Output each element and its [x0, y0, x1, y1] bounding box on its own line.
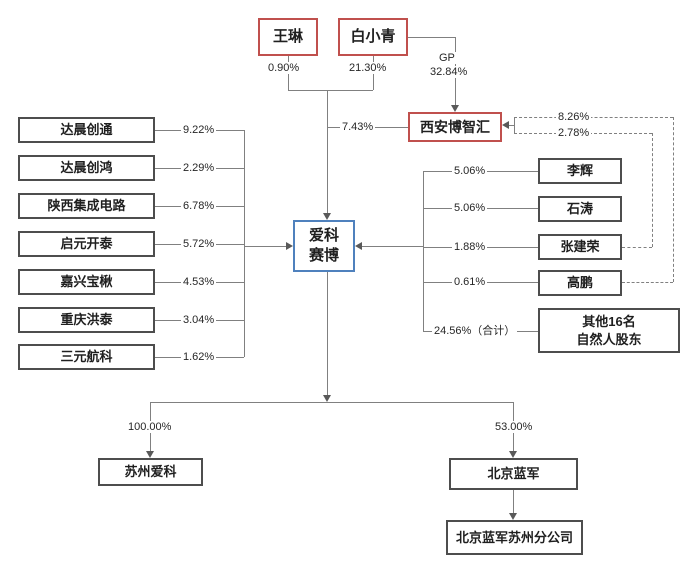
- pct-suzhou: 100.00%: [126, 421, 174, 433]
- pct-left-2: 6.78%: [181, 200, 217, 212]
- pct-right-0: 5.06%: [452, 165, 488, 177]
- other16-line2: 自然人股东: [576, 331, 642, 347]
- edge-dashed-8-26-h: [514, 117, 673, 118]
- edge-dashed-2-78-v: [652, 133, 653, 247]
- arrow-into-company-left: [286, 242, 293, 250]
- arrow-into-company-top: [323, 213, 331, 220]
- arrow-company-split: [323, 395, 331, 402]
- gp-label: GP: [437, 52, 457, 64]
- arrow-into-bozhihui-right: [502, 121, 509, 129]
- node-shitao: 石涛: [538, 196, 622, 222]
- arrow-into-suzhou: [146, 451, 154, 458]
- node-lanjun-suzhou-branch: 北京蓝军苏州分公司: [446, 520, 583, 555]
- edge-subsidiary-split-bar: [150, 402, 513, 403]
- node-other-16-shareholders: 其他16名 自然人股东: [538, 308, 680, 353]
- edge-dashed-8-26-v: [673, 117, 674, 282]
- node-bozhihui: 西安博智汇: [408, 112, 502, 142]
- edge-company-down: [327, 272, 328, 395]
- arrow-into-company-right: [355, 242, 362, 250]
- pct-dashed-2-78: 2.78%: [556, 127, 592, 139]
- pct-right-2: 1.88%: [452, 241, 488, 253]
- pct-left-3: 5.72%: [181, 238, 217, 250]
- arrow-into-bozhihui-top: [451, 105, 459, 112]
- pct-lanjun: 53.00%: [493, 421, 535, 433]
- edge-dashed-gaopeng: [622, 282, 673, 283]
- pct-right-4: 24.56%（合计）: [432, 325, 518, 337]
- node-lihui: 李辉: [538, 158, 622, 184]
- company-name-line1: 爱科: [308, 226, 339, 244]
- node-chongqing-hongtai: 重庆洪泰: [18, 307, 155, 333]
- other16-line1: 其他16名: [582, 313, 636, 329]
- node-aikesaibo: 爱科 赛博: [293, 220, 355, 272]
- pct-left-6: 1.62%: [181, 351, 217, 363]
- arrow-into-lanjun: [509, 451, 517, 458]
- pct-left-1: 2.29%: [181, 162, 217, 174]
- edge-gp-horizontal: [408, 37, 455, 38]
- edge-dashed-zhangjianrong: [622, 247, 652, 248]
- node-sanyuan-hangke: 三元航科: [18, 344, 155, 370]
- pct-left-4: 4.53%: [181, 276, 217, 288]
- edge-right-bus: [423, 171, 424, 331]
- arrow-into-branch: [509, 513, 517, 520]
- edge-dashed-bracket: [514, 117, 515, 133]
- pct-baixiaoqing: 21.30%: [347, 62, 389, 74]
- edge-center-down: [327, 90, 328, 213]
- node-gaopeng: 高鹏: [538, 270, 622, 296]
- edge-left-bus: [244, 130, 245, 357]
- node-dachen-chuangtong: 达晨创通: [18, 117, 155, 143]
- edge-bozhihui-stub: [509, 125, 515, 126]
- pct-bozhihui: 7.43%: [340, 121, 376, 133]
- node-shaanxi-jicheng: 陕西集成电路: [18, 193, 155, 219]
- node-wanglin: 王琳: [258, 18, 318, 56]
- pct-right-3: 0.61%: [452, 276, 488, 288]
- pct-right-1: 5.06%: [452, 202, 488, 214]
- edge-right-into-company: [360, 246, 423, 247]
- pct-dashed-8-26: 8.26%: [556, 111, 592, 123]
- node-baixiaoqing: 白小青: [338, 18, 408, 56]
- node-jiaxing-baoqiu: 嘉兴宝楸: [18, 269, 155, 295]
- company-name-line2: 赛博: [308, 247, 339, 264]
- pct-gp: 32.84%: [428, 66, 470, 78]
- pct-wanglin: 0.90%: [266, 62, 302, 74]
- edge-top-merge-bar: [288, 90, 373, 91]
- node-zhangjianrong: 张建荣: [538, 234, 622, 260]
- node-dachen-chuanghong: 达晨创鸿: [18, 155, 155, 181]
- edge-left-into-company: [244, 246, 287, 247]
- edge-lanjun-branch-drop: [513, 490, 514, 514]
- node-qiyuan-kaitai: 启元开泰: [18, 231, 155, 257]
- node-beijing-lanjun: 北京蓝军: [449, 458, 578, 490]
- pct-left-0: 9.22%: [181, 124, 217, 136]
- pct-left-5: 3.04%: [181, 314, 217, 326]
- node-suzhou-aike: 苏州爱科: [98, 458, 203, 486]
